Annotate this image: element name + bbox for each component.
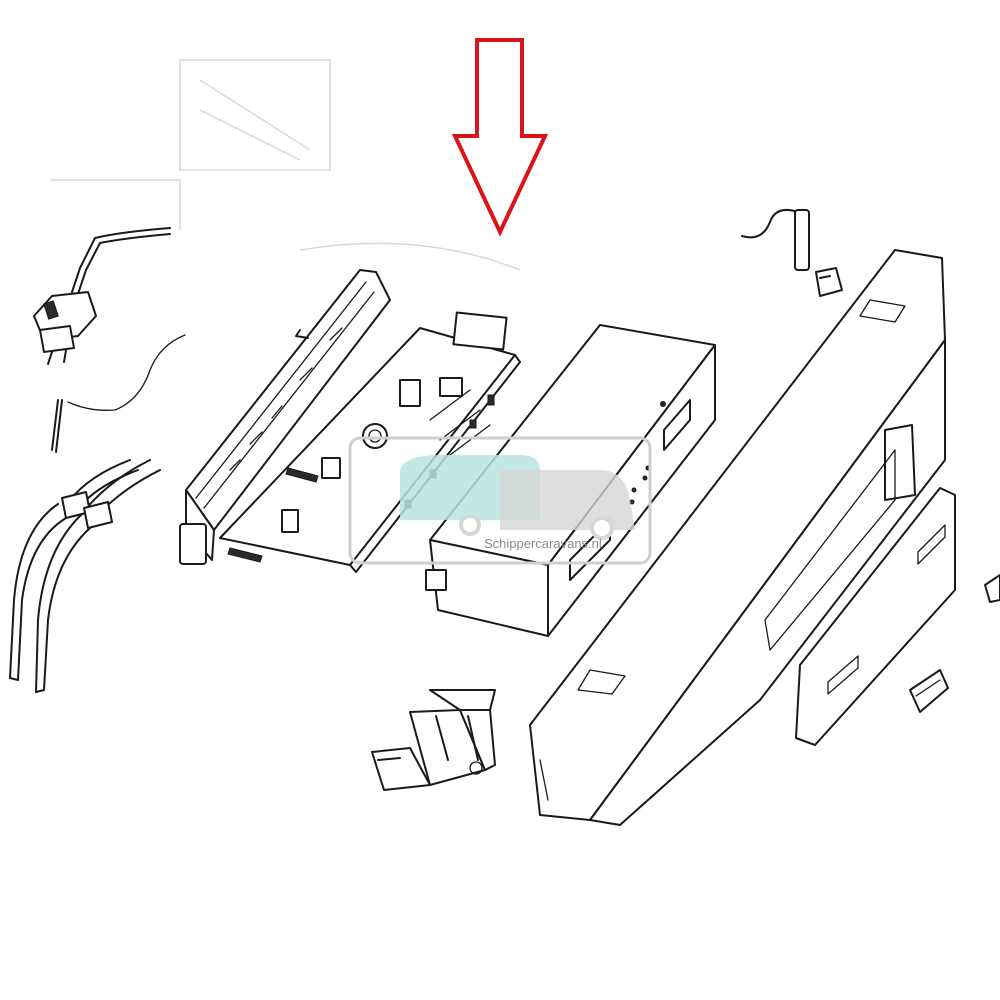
outer-cover [529,249,946,826]
temperature-sensor [51,334,186,453]
gas-tubes [9,459,161,693]
watermark: Schippercaravans.nl [348,436,652,565]
watermark-frame [348,436,652,565]
down-arrow-indicator [451,38,549,237]
small-plug [909,669,949,713]
probe-sensor [741,209,810,271]
front-panel-frame [179,269,391,565]
control-circuit-board [219,311,521,573]
caravan-wheel [459,514,481,536]
power-plug [33,227,171,365]
vehicle-wheel [590,516,614,540]
cover-inner-panel [795,487,1000,746]
background-ghost-lines [50,59,521,271]
mounting-bracket [371,689,496,791]
watermark-text: Schippercaravans.nl [484,536,602,551]
small-clip [815,267,843,297]
vehicle-silhouette [500,470,635,530]
